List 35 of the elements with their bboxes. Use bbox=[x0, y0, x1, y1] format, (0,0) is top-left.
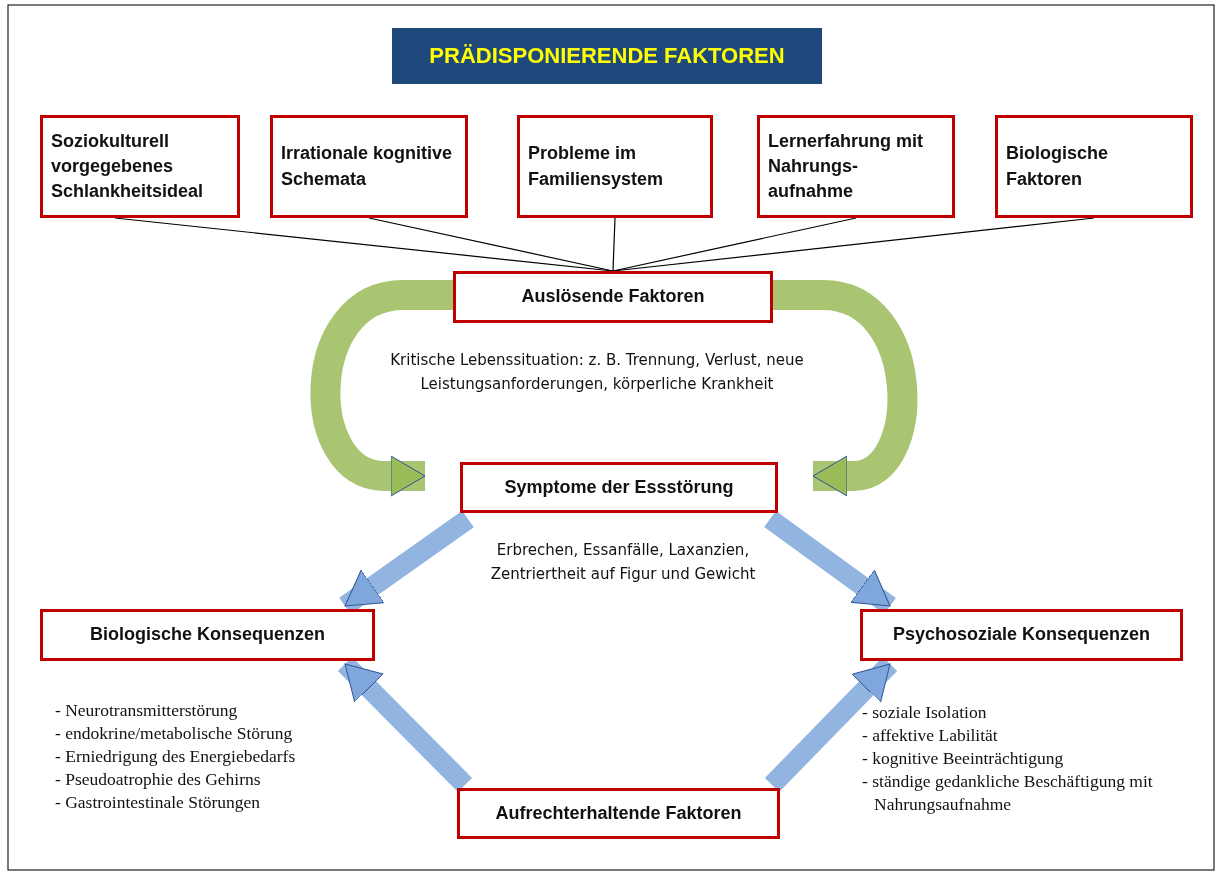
list-item: - Gastrointestinale Störungen bbox=[55, 791, 262, 814]
box-label: Symptome der Essstörung bbox=[504, 475, 734, 499]
factor-box bbox=[860, 609, 1183, 661]
description-text: Erbrechen, Essanfälle, Laxanzien, Zentriertheit auf Figur und Gewicht bbox=[489, 540, 757, 585]
factor-box bbox=[995, 115, 1193, 218]
box-label: Lernerfahrung mit Nahrungs-aufnahme bbox=[768, 129, 924, 204]
banner-title: PRÄDISPONIERENDE FAKTOREN bbox=[429, 41, 785, 70]
connector-line bbox=[612, 217, 616, 272]
box-label: Irrationale kognitive Schemata bbox=[281, 142, 453, 191]
box-label: Psychosoziale Konsequenzen bbox=[892, 623, 1151, 647]
list-item: - endokrine/metabolische Störung bbox=[55, 722, 294, 745]
title-banner bbox=[392, 28, 822, 84]
factor-box bbox=[460, 462, 778, 513]
factor-box bbox=[40, 115, 240, 218]
factor-box bbox=[270, 115, 468, 218]
box-label: Biologische Konsequenzen bbox=[90, 623, 325, 647]
list-item: - Neurotransmitterstörung bbox=[55, 699, 239, 722]
connector-line bbox=[368, 217, 614, 272]
box-label: Soziokulturell vorgegebenes Schlankheitsideal bbox=[51, 129, 205, 204]
list-item: - soziale Isolation bbox=[862, 701, 988, 724]
factor-box bbox=[453, 271, 773, 323]
box-label: Probleme im Familiensystem bbox=[528, 142, 665, 191]
list-item: - Erniedrigung des Energiebedarfs bbox=[55, 745, 297, 768]
list-item: - kognitive Beeinträchtigung bbox=[862, 747, 1065, 770]
box-label: Biologische Faktoren bbox=[1006, 142, 1109, 191]
description-text: Kritische Lebenssituation: z. B. Trennung, Verlust, neue Leistungsanforderungen, körperliche Krankheit bbox=[389, 350, 805, 395]
box-label: Aufrechterhaltende Faktoren bbox=[495, 801, 742, 825]
list-item: - affektive Labilität bbox=[862, 724, 999, 747]
list-item: - Pseudoatrophie des Gehirns bbox=[55, 768, 262, 791]
box-label: Auslösende Faktoren bbox=[521, 285, 705, 309]
factor-box bbox=[517, 115, 713, 218]
factor-box bbox=[757, 115, 955, 218]
list-item: - ständige gedankliche Beschäftigung mit Nahrungsaufnahme bbox=[862, 770, 1154, 816]
factor-box bbox=[457, 788, 780, 839]
factor-box bbox=[40, 609, 375, 661]
